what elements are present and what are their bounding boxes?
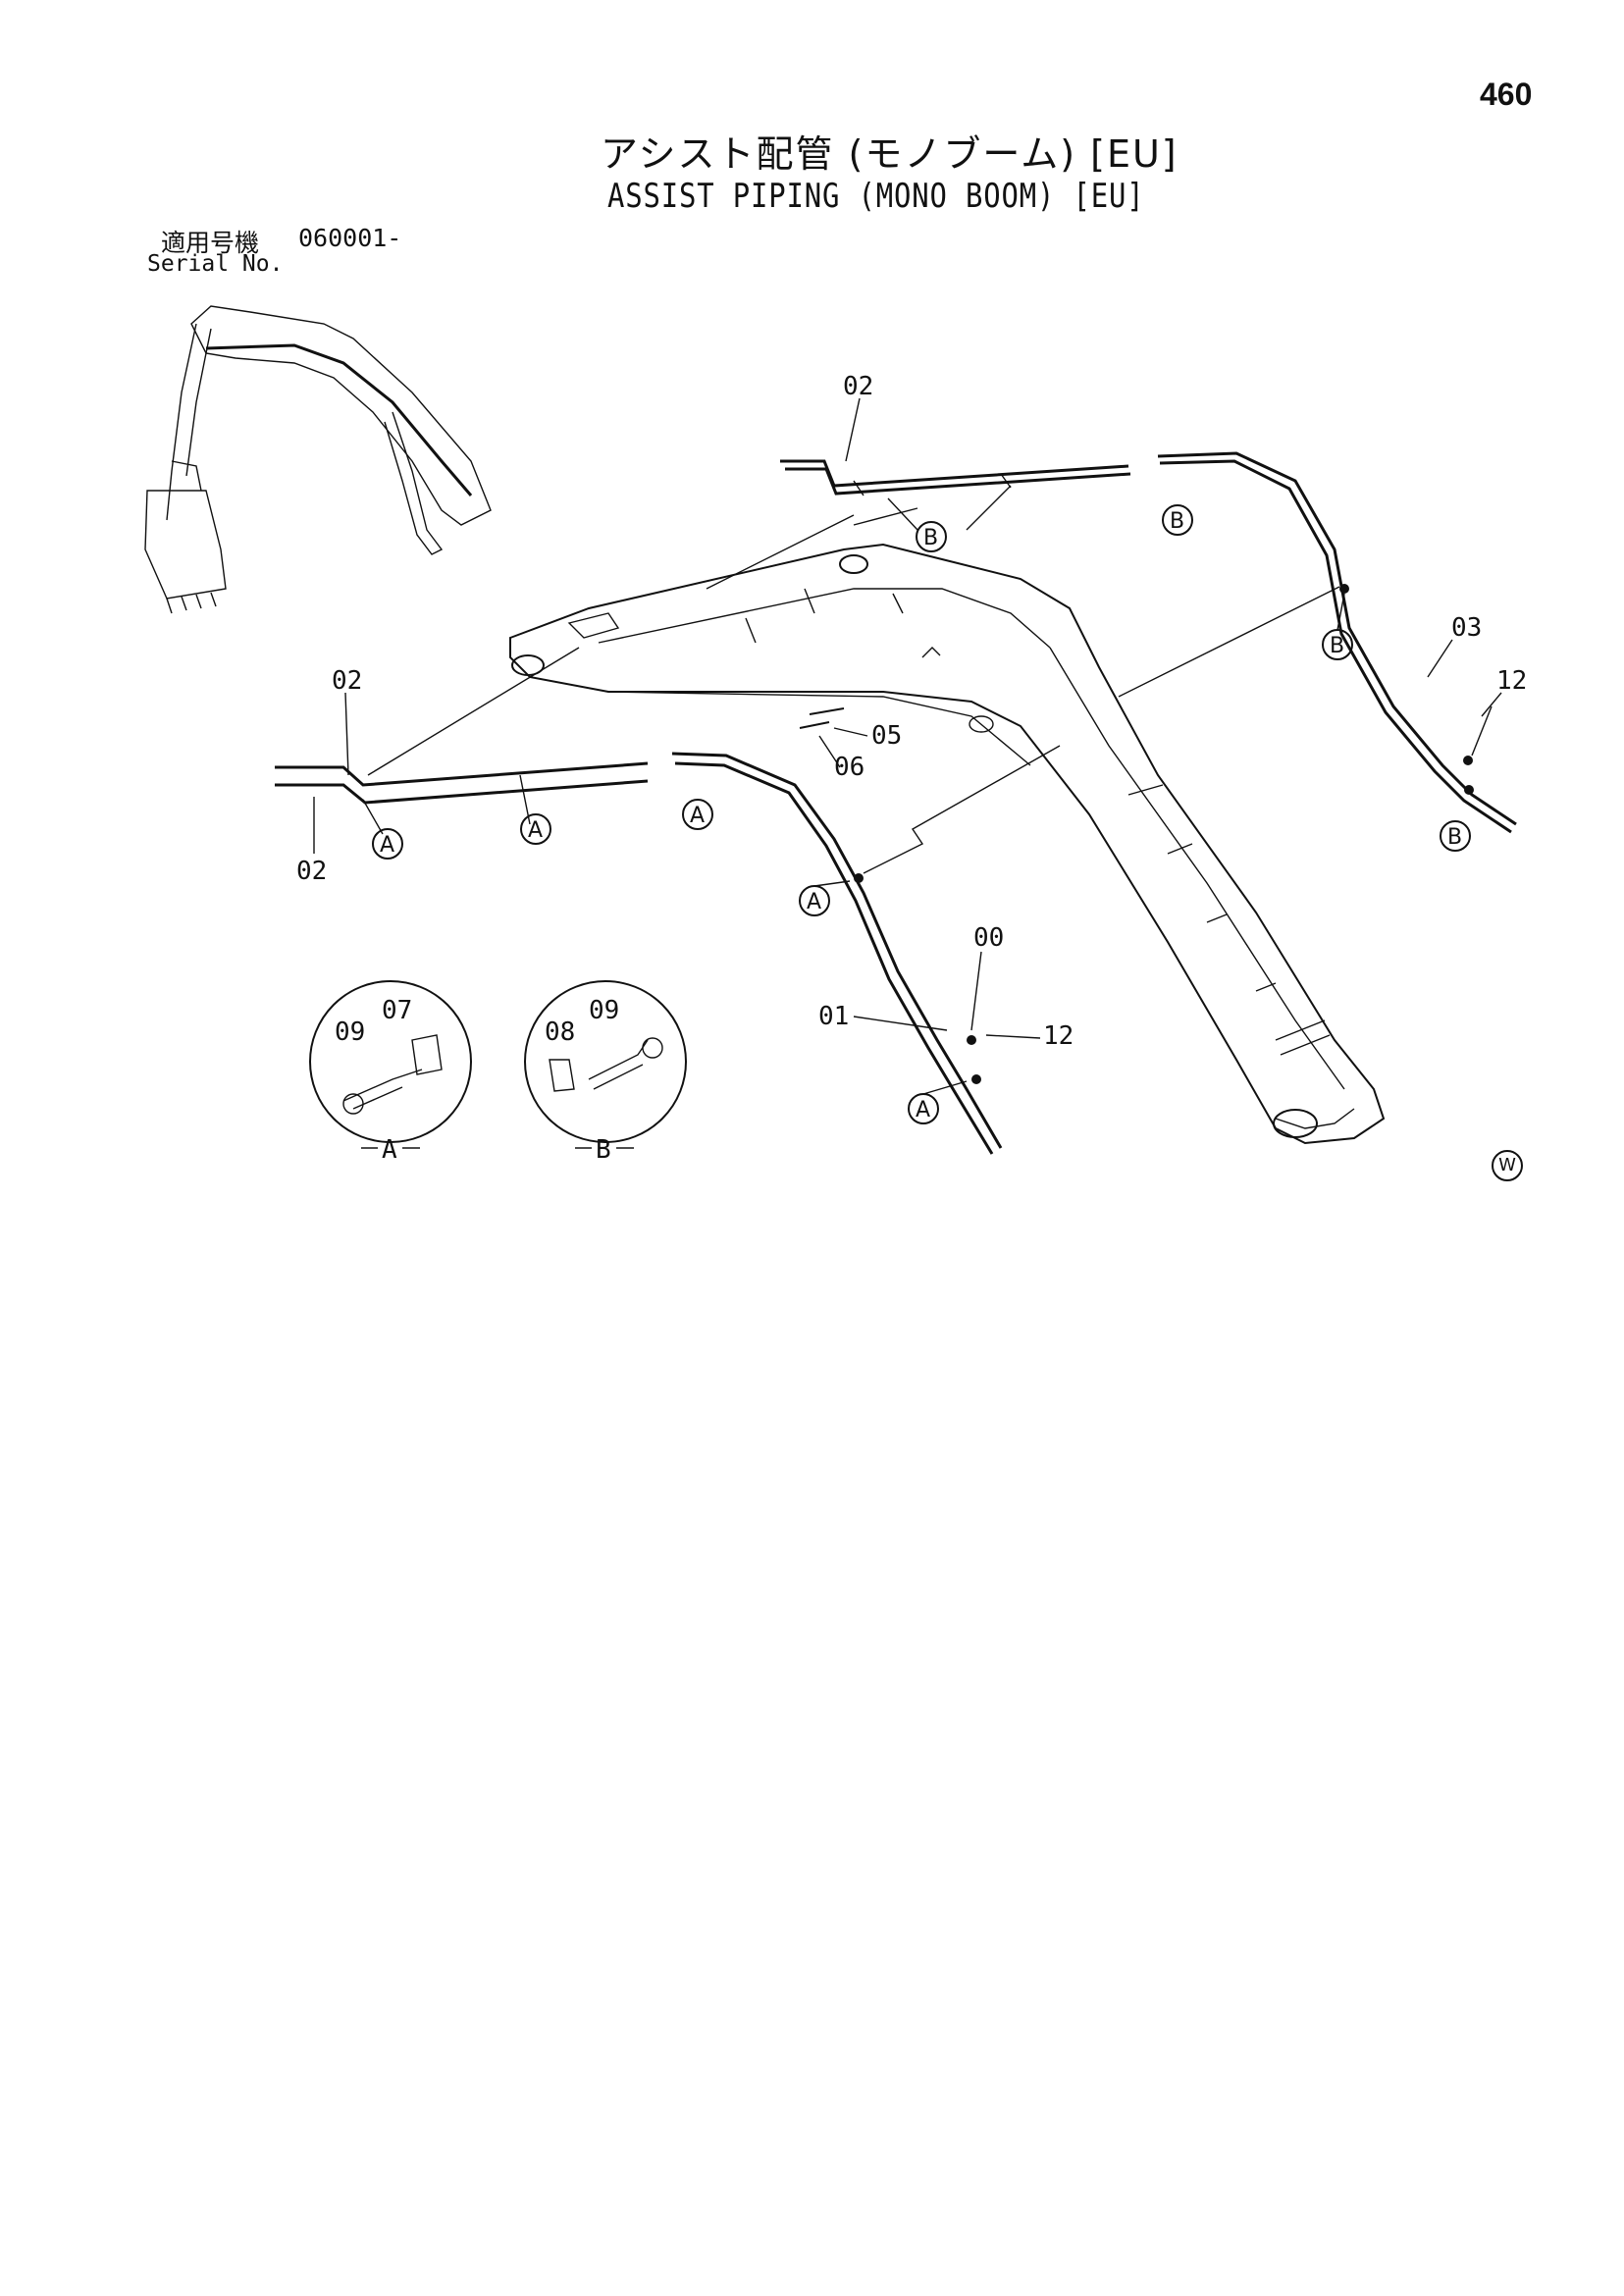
bolt-parts-05-06 (799, 647, 941, 729)
excavator-overview-illustration (144, 305, 492, 614)
detail-ref-b: B (1162, 504, 1193, 536)
pipe-01-hose (671, 752, 1003, 1155)
svg-text:A: A (528, 818, 543, 843)
svg-text:A: A (916, 1098, 930, 1122)
svg-text:A: A (690, 804, 705, 828)
detail-captions: A B (361, 1135, 634, 1165)
detail-reference-markers: A A A A A B B B B (372, 504, 1471, 1124)
svg-text:B: B (1330, 634, 1344, 658)
detail-ref-a: A (682, 799, 713, 830)
pipe-03-hose (1157, 451, 1517, 834)
detail-ref-b: B (1440, 820, 1471, 852)
detail-caption-a: A (382, 1135, 397, 1165)
part-label: 09 (589, 996, 619, 1025)
detail-view-a (309, 980, 472, 1143)
svg-text:B: B (923, 526, 938, 550)
part-label: 08 (545, 1018, 575, 1047)
detail-caption-b: B (596, 1135, 611, 1165)
part-label: 02 (296, 857, 327, 886)
part-label: 05 (871, 721, 902, 751)
detail-view-b (524, 980, 687, 1143)
part-label: 09 (335, 1018, 365, 1047)
part-label: 12 (1043, 1021, 1074, 1051)
leader-lines (367, 507, 1340, 874)
serial-number-value: 060001- (298, 224, 402, 252)
svg-text:B: B (1170, 509, 1184, 534)
serial-label-japanese: 適用号機 (161, 229, 260, 257)
detail-ref-a: A (908, 1093, 939, 1124)
part-label: 02 (332, 666, 362, 696)
part-label: 01 (818, 1002, 849, 1031)
detail-ref-a: A (520, 813, 551, 845)
part-labels: 02 02 02 03 12 05 06 00 01 12 09 07 08 0… (296, 372, 1527, 1051)
detail-ref-a: A (799, 885, 830, 916)
part-label: 07 (382, 996, 412, 1025)
serial-label-english: Serial No. (147, 251, 284, 277)
svg-text:A: A (807, 890, 821, 914)
detail-ref-a: A (372, 828, 403, 860)
svg-text:A: A (380, 833, 394, 858)
corner-w-mark: W (1492, 1150, 1523, 1181)
part-label: 03 (1451, 613, 1482, 643)
detail-ref-b: B (916, 521, 947, 552)
part-label: 06 (834, 753, 864, 782)
svg-text:B: B (1447, 825, 1462, 850)
boom-body (509, 543, 1386, 1145)
part-label: 00 (973, 923, 1004, 953)
part-label: 12 (1496, 666, 1527, 696)
pipe-02-upper (780, 459, 1131, 531)
part-label: 02 (843, 372, 873, 401)
page-number: 460 (1480, 77, 1533, 112)
pipe-02-left (275, 761, 649, 835)
title-japanese: アシスト配管 (モノブーム) [EU] (601, 132, 1179, 176)
title-english: ASSIST PIPING (MONO BOOM) [EU] (607, 177, 1145, 216)
